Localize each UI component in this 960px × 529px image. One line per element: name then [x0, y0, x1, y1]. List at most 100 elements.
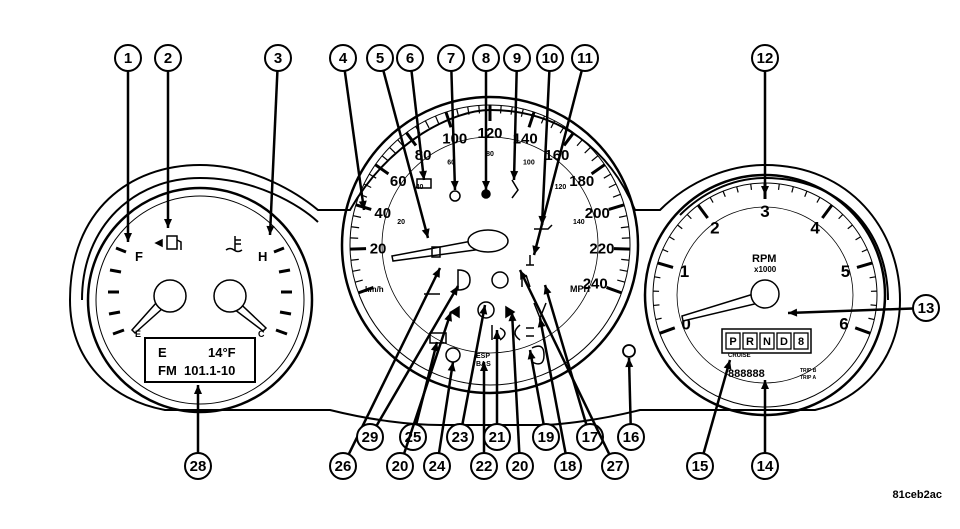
- airbag-icon: [449, 190, 461, 202]
- coolant-warning-icon: [526, 255, 534, 266]
- speedometer-tick: [603, 173, 612, 179]
- callout-leader-line: [518, 269, 611, 455]
- callout-leader-line: [461, 304, 487, 425]
- tachometer-tick: [854, 326, 871, 335]
- speedometer-inner-tick-label: 60: [447, 160, 455, 167]
- tachometer-tick: [816, 197, 821, 203]
- speedometer-tick: [357, 286, 374, 295]
- callout-leader-line: [538, 317, 567, 454]
- callout-leader-line: [450, 70, 457, 191]
- callout-circle: [446, 423, 474, 451]
- fuel-pump-icon: [154, 235, 182, 250]
- display-line2: FM 101.1-10: [158, 363, 235, 378]
- temp-hot-label: H: [258, 249, 267, 264]
- tachometer-tick: [868, 317, 875, 321]
- callout-circle: [329, 452, 357, 480]
- callout-leader-line: [402, 311, 453, 455]
- speedometer-tick: [456, 108, 460, 117]
- gear-label: N: [763, 336, 771, 348]
- callout-leader-line: [437, 361, 455, 454]
- callout-arrowhead: [430, 342, 439, 352]
- callout-number: 5: [376, 50, 384, 67]
- speedometer-tick: [499, 105, 502, 114]
- speedometer-tick: [612, 193, 621, 198]
- odometer-display: 888888 TRIP B TRIP A: [728, 368, 817, 381]
- speedometer-tick-label: 160: [544, 147, 569, 164]
- callout-circle: [686, 452, 714, 480]
- callout-leader-line: [347, 267, 442, 455]
- fuel-gauge-ticks: [108, 246, 127, 336]
- rpm-multiplier-label: x1000: [754, 265, 777, 274]
- tachometer-tick: [869, 276, 876, 279]
- callout-circle: [264, 44, 292, 72]
- callout-number: 12: [757, 50, 774, 67]
- callout-circle: [751, 452, 779, 480]
- seatbelt-icon: [511, 179, 519, 199]
- speedometer-tick-label: 40: [374, 205, 391, 222]
- left-gauge: F H E C E 14°F FM 10: [86, 186, 314, 414]
- tachometer-tick: [659, 326, 676, 335]
- callout-circle: [571, 44, 599, 72]
- callout-arrowhead: [788, 308, 798, 317]
- callout-circle: [617, 423, 645, 451]
- callout-leader-line: [532, 70, 583, 256]
- speedometer-tick: [584, 147, 591, 154]
- speedometer-tick: [608, 183, 617, 189]
- display-line1-right: 14°F: [208, 345, 236, 360]
- speedometer-tick-label: 140: [513, 131, 538, 148]
- temp-gauge-ticks: [273, 246, 292, 336]
- callout-circle: [329, 44, 357, 72]
- callout-number: 2: [164, 50, 172, 67]
- tachometer-tick: [736, 186, 739, 193]
- speedometer-tick: [374, 163, 390, 176]
- tachometer-tick-label: 6: [839, 315, 848, 334]
- trip-a-label: TRIP A: [800, 375, 817, 381]
- tachometer-tick-label: 1: [680, 262, 689, 281]
- callout-arrowhead: [543, 285, 552, 295]
- speedometer-tick-label: 120: [477, 125, 502, 142]
- speedometer-tick: [478, 105, 481, 114]
- callout-leader-line: [540, 70, 551, 226]
- speedometer-tick-label: 200: [585, 205, 610, 222]
- tachometer-tick: [791, 186, 794, 193]
- callout-arrowhead: [761, 186, 769, 195]
- callout-arrowhead: [450, 286, 458, 296]
- callout-arrowhead: [482, 181, 490, 190]
- indicator-icons: [416, 178, 553, 365]
- speedometer-tick: [591, 155, 599, 162]
- callout-number: 6: [406, 50, 414, 67]
- callout-number: 27: [607, 458, 624, 475]
- callout-circle: [386, 452, 414, 480]
- temp-cold-label: C: [258, 329, 265, 339]
- gear-box: [725, 332, 741, 350]
- speedometer-tick: [510, 106, 513, 115]
- speedometer-tick: [467, 106, 470, 115]
- callout-number: 23: [452, 429, 469, 446]
- speedometer-tick: [352, 215, 362, 218]
- fuel-full-label: F: [135, 249, 143, 264]
- tachometer-needle: [681, 279, 780, 322]
- unit-kmh-label: km/h: [365, 285, 384, 294]
- tachometer-tick: [686, 214, 692, 220]
- tachometer-tick: [861, 248, 868, 253]
- callout-leader-line: [627, 357, 632, 425]
- tire-pressure-icon: [445, 347, 461, 363]
- tachometer-tick: [654, 276, 661, 279]
- speedometer-inner-tick-label: 100: [523, 160, 535, 167]
- callout-number: 19: [538, 429, 555, 446]
- speedometer-needle: [391, 229, 509, 262]
- callout-number: 8: [482, 50, 490, 67]
- callout-arrowhead: [761, 380, 769, 389]
- odometer-reset-button: [622, 344, 636, 358]
- info-display: E 14°F FM 101.1-10: [144, 337, 256, 383]
- tachometer-tick: [696, 204, 709, 219]
- speedometer-tick: [520, 108, 524, 117]
- callout-arrowhead: [421, 228, 430, 238]
- callout-leader-line: [528, 349, 545, 425]
- callout-arrowhead: [527, 350, 536, 360]
- speedometer-tick: [350, 258, 359, 261]
- speedometer-tick: [351, 226, 360, 229]
- speedometer-tick: [550, 120, 556, 129]
- tachometer-tick: [677, 224, 683, 230]
- callout-arrowhead: [447, 362, 456, 372]
